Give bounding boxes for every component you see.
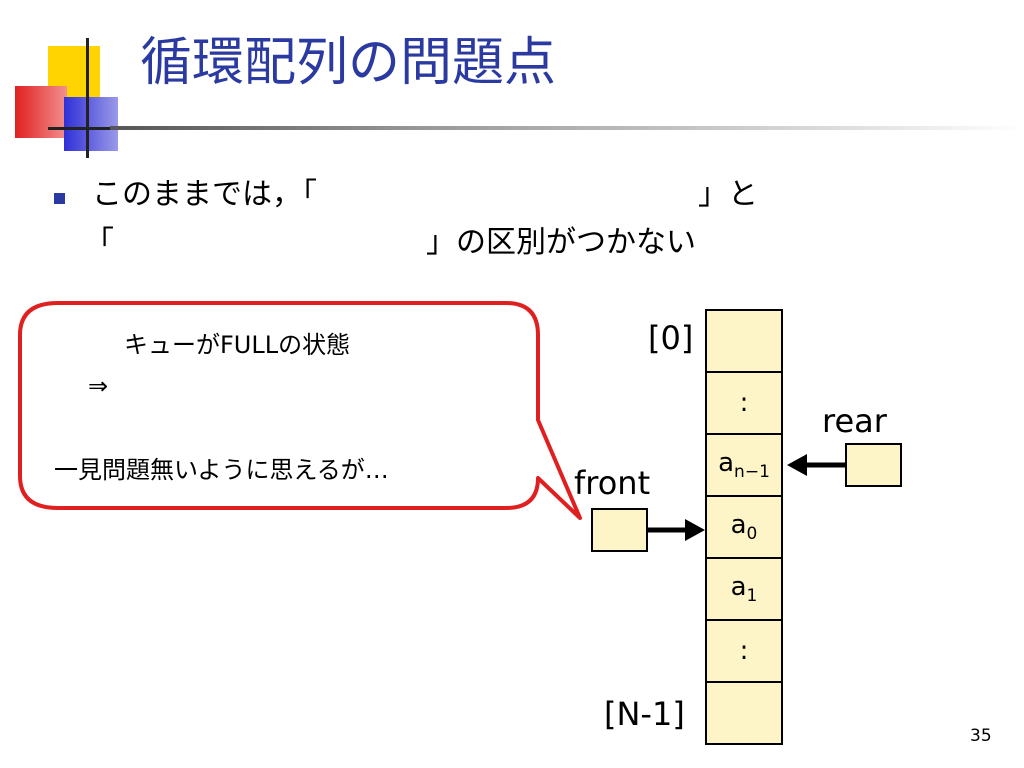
page-number: 35 bbox=[970, 726, 992, 746]
title-underline bbox=[110, 126, 1024, 130]
bullet-text-line2-end: 」の区別がつかない bbox=[426, 225, 696, 260]
queue-cell-text: : bbox=[739, 388, 749, 418]
index-label-last: [N-1] bbox=[604, 695, 685, 733]
front-arrow-icon bbox=[647, 519, 705, 541]
bullet-marker bbox=[54, 193, 65, 204]
queue-cell-1: : bbox=[705, 371, 783, 435]
queue-cell-3: a0 bbox=[705, 495, 783, 559]
callout-line-1: キューがFULLの状態 bbox=[124, 331, 351, 359]
queue-cell-6 bbox=[705, 681, 783, 745]
bullet-text-line1-end: 」と bbox=[698, 177, 758, 212]
bullet-text-line1-start: このままでは，「 bbox=[92, 177, 317, 212]
queue-cell-5: : bbox=[705, 619, 783, 683]
queue-cell-subscript: 1 bbox=[746, 586, 758, 606]
queue-cell-4: a1 bbox=[705, 557, 783, 621]
title-ornament-blue-square bbox=[64, 97, 118, 151]
queue-cell-text: a1 bbox=[730, 572, 758, 606]
queue-cell-subscript: 0 bbox=[746, 524, 758, 544]
queue-cell-text: an−1 bbox=[718, 448, 770, 482]
queue-cell-text: a0 bbox=[730, 510, 758, 544]
rear-arrow-icon bbox=[787, 454, 847, 476]
bullet-text-line2-start: 「 bbox=[84, 225, 114, 260]
slide-title: 循環配列の問題点 bbox=[140, 33, 557, 93]
front-label: front bbox=[574, 464, 651, 502]
queue-cell-text: : bbox=[739, 636, 749, 666]
queue-cell-subscript: n−1 bbox=[734, 462, 770, 482]
queue-cell-0 bbox=[705, 309, 783, 373]
rear-pointer-box bbox=[845, 443, 902, 487]
queue-cell-2: an−1 bbox=[705, 433, 783, 497]
rear-label: rear bbox=[822, 402, 887, 440]
title-ornament-vertical-line bbox=[86, 38, 89, 158]
front-pointer-box bbox=[591, 508, 648, 552]
callout-line-3: 一見問題無いように思えるが… bbox=[54, 456, 389, 484]
callout-line-2: ⇒ bbox=[88, 372, 109, 400]
index-label-first: [0] bbox=[648, 319, 694, 357]
title-ornament-horizontal-line bbox=[48, 127, 128, 130]
